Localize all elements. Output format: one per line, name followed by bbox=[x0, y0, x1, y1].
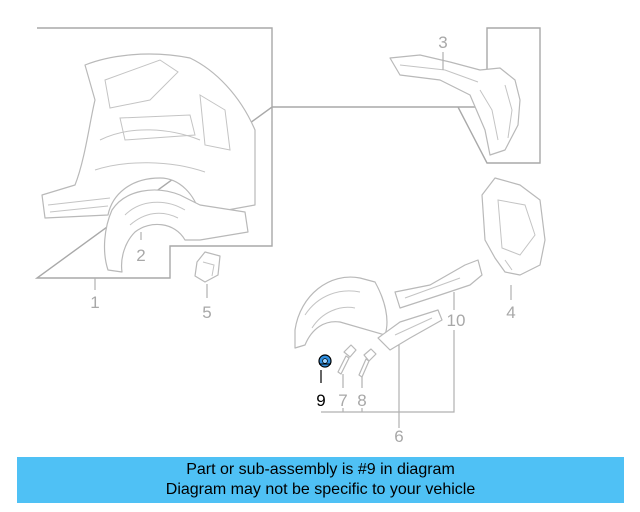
callout-7: 7 bbox=[338, 391, 347, 410]
pillar-reinforcement-part-3[interactable] bbox=[389, 54, 521, 156]
assembly-1-frame bbox=[34, 27, 541, 279]
callout-8: 8 bbox=[357, 391, 366, 410]
bracket-part-5[interactable] bbox=[194, 251, 221, 283]
bolt-part-7[interactable] bbox=[337, 344, 357, 375]
banner-line-part-number: Part or sub-assembly is #9 in diagram bbox=[186, 461, 455, 478]
callout-5: 5 bbox=[202, 303, 211, 322]
lower-wheelhouse-part-6[interactable] bbox=[294, 276, 388, 349]
info-banner: Part or sub-assembly is #9 in diagram Di… bbox=[17, 457, 624, 503]
quarter-panel-part-1[interactable] bbox=[41, 53, 256, 219]
banner-line-disclaimer: Diagram may not be specific to your vehi… bbox=[165, 481, 476, 498]
wheelhouse-part-2[interactable] bbox=[103, 189, 249, 273]
bolt-part-8[interactable] bbox=[358, 348, 377, 378]
callout-4: 4 bbox=[506, 303, 515, 322]
callout-1: 1 bbox=[90, 293, 99, 312]
rail-extension-part-10[interactable] bbox=[377, 259, 483, 351]
parts-diagram: 1 2 3 4 5 6 7 8 9 10 bbox=[34, 27, 546, 446]
clip-part-9[interactable] bbox=[318, 354, 332, 368]
callout-3: 3 bbox=[438, 33, 447, 52]
callout-2: 2 bbox=[136, 246, 145, 265]
callout-10: 10 bbox=[447, 311, 466, 330]
panel-extension-part-4[interactable] bbox=[481, 177, 546, 276]
leader-lines bbox=[94, 52, 512, 428]
callout-6: 6 bbox=[394, 427, 403, 446]
callout-9: 9 bbox=[316, 391, 325, 410]
